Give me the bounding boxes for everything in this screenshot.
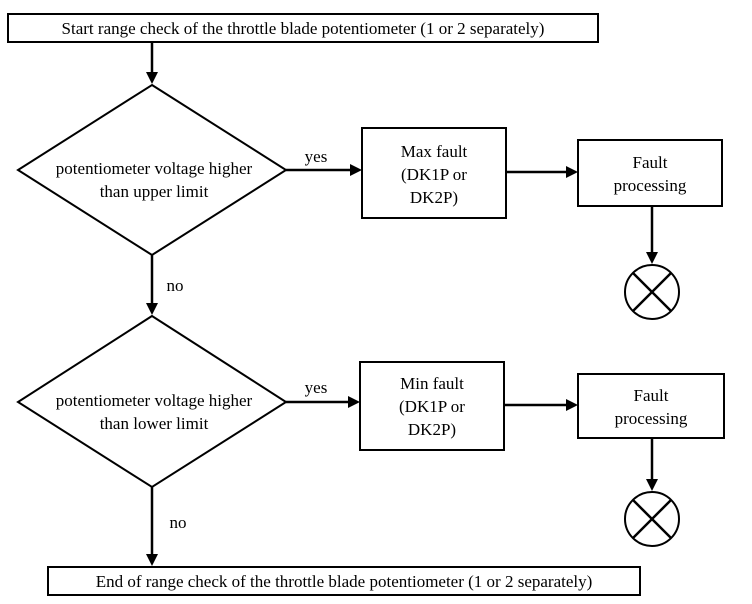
end-node: End of range check of the throttle blade… (47, 566, 641, 596)
arrow-no-to-decision-lower: no (146, 255, 184, 315)
yes-label-lower: yes (305, 378, 328, 397)
fault-processing-2-line1: Fault (634, 386, 669, 405)
arrow-max-fault-to-processing (506, 166, 578, 178)
terminator-2-icon (624, 491, 680, 547)
min-fault-line1: Min fault (400, 374, 464, 393)
max-fault-line1: Max fault (401, 142, 468, 161)
max-fault-node: Max fault (DK1P or DK2P) (361, 127, 507, 219)
arrow-start-to-decision-upper (146, 42, 158, 84)
no-label-lower: no (170, 513, 187, 532)
decision-lower-line1: potentiometer voltage higher (56, 391, 253, 410)
decision-lower-limit: potentiometer voltage higher than lower … (16, 314, 288, 489)
decision-upper-line1: potentiometer voltage higher (56, 159, 253, 178)
max-fault-line2: (DK1P or (401, 165, 467, 184)
fault-processing-1-node: Fault processing (577, 139, 723, 207)
fault-processing-1-line1: Fault (633, 153, 668, 172)
decision-upper-limit: potentiometer voltage higher than upper … (16, 83, 288, 257)
start-text: Start range check of the throttle blade … (62, 19, 545, 38)
fault-processing-1-line2: processing (614, 176, 687, 195)
max-fault-line3: DK2P) (410, 188, 458, 207)
decision-lower-line2: than lower limit (100, 414, 209, 433)
min-fault-line2: (DK1P or (399, 397, 465, 416)
terminator-1-icon (624, 264, 680, 320)
start-node: Start range check of the throttle blade … (7, 13, 599, 43)
min-fault-line3: DK2P) (408, 420, 456, 439)
min-fault-node: Min fault (DK1P or DK2P) (359, 361, 505, 451)
arrow-no-to-end: no (146, 487, 187, 566)
arrow-yes-to-min-fault: yes (286, 378, 360, 408)
yes-label-upper: yes (305, 147, 328, 166)
no-label-upper: no (167, 276, 184, 295)
arrow-processing-1-to-terminator (646, 206, 658, 264)
end-text: End of range check of the throttle blade… (96, 572, 593, 591)
arrow-min-fault-to-processing (504, 399, 578, 411)
arrow-processing-2-to-terminator (646, 438, 658, 491)
decision-upper-line2: than upper limit (100, 182, 209, 201)
fault-processing-2-node: Fault processing (577, 373, 725, 439)
arrow-yes-to-max-fault: yes (286, 147, 362, 176)
fault-processing-2-line2: processing (615, 409, 688, 428)
